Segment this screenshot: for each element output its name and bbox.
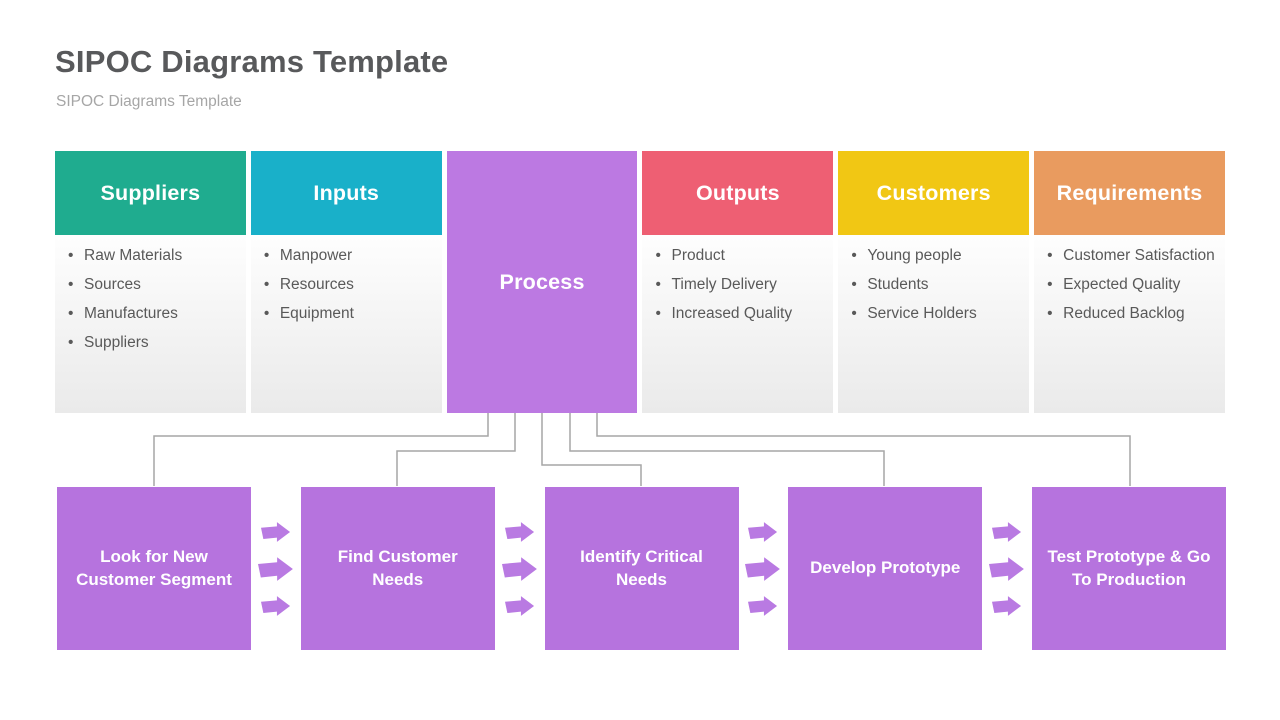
process-step-box-2: Find Customer Needs — [300, 487, 495, 650]
triple-arrow-icon — [495, 487, 545, 650]
process-box-label: Process — [499, 269, 585, 294]
list-item: • Service Holders — [851, 305, 977, 322]
chevron-right-arrow-icon — [748, 595, 778, 616]
page-subtitle: SIPOC Diagrams Template — [56, 93, 242, 110]
list-item: • Students — [851, 276, 929, 293]
sipoc-column-requirements: Requirements • Customer Satisfaction • E… — [1034, 151, 1225, 413]
list-item: • Raw Materials — [68, 247, 183, 264]
list-item: • Expected Quality — [1047, 276, 1181, 293]
sipoc-column-process: Process — [446, 151, 638, 413]
column-header-suppliers: Suppliers — [55, 151, 246, 235]
list-item: • Equipment — [263, 305, 354, 322]
chevron-right-arrow-icon — [748, 521, 778, 542]
bullet-glyph: • — [1047, 305, 1053, 322]
chevron-right-arrow-icon — [992, 521, 1022, 542]
bullet-glyph: • — [263, 247, 270, 264]
bullet-glyph: • — [1047, 276, 1053, 293]
bullet-glyph: • — [263, 305, 270, 322]
process-step-box-1: Look for New Customer Segment — [57, 487, 251, 650]
list-item: • Timely Delivery — [655, 276, 777, 293]
list-item: • Resources — [263, 276, 354, 293]
chevron-right-arrow-icon — [501, 556, 537, 581]
column-header-label: Suppliers — [100, 180, 201, 205]
process-step-box-4: Develop Prototype — [788, 487, 983, 650]
triple-arrow-icon — [739, 487, 789, 650]
bullet-glyph: • — [851, 305, 857, 322]
bullet-glyph: • — [68, 247, 74, 264]
bullet-glyph: • — [68, 276, 74, 293]
bullet-glyph: • — [655, 305, 661, 322]
sipoc-column-outputs: Outputs • Product • Timely Delivery • In… — [642, 151, 834, 413]
list-item: • Increased Quality — [655, 305, 793, 322]
column-header-inputs: Inputs — [250, 151, 442, 235]
chevron-right-arrow-icon — [257, 556, 293, 581]
chevron-right-arrow-icon — [260, 521, 290, 542]
chevron-right-arrow-icon — [504, 521, 534, 542]
bullet-glyph: • — [851, 276, 857, 293]
column-header-label: Inputs — [313, 180, 380, 205]
chevron-right-arrow-icon — [992, 595, 1022, 616]
process-step-box-5: Test Prototype & Go To Production — [1032, 487, 1226, 650]
bullet-glyph: • — [851, 247, 857, 264]
bullet-glyph: • — [68, 334, 74, 351]
list-item: • Manufactures — [68, 305, 178, 322]
bullet-glyph: • — [655, 247, 661, 264]
column-header-label: Customers — [876, 180, 991, 205]
list-item: • Sources — [68, 276, 141, 293]
chevron-right-arrow-icon — [989, 556, 1024, 581]
column-header-customers: Customers — [838, 151, 1030, 235]
column-header-label: Outputs — [695, 180, 780, 205]
process-box: Process — [446, 151, 638, 413]
sipoc-column-customers: Customers • Young people • Students • Se… — [838, 151, 1030, 413]
column-bullet-list: • Manpower • Resources • Equipment — [250, 235, 442, 413]
list-item: • Customer Satisfaction — [1047, 247, 1215, 264]
chevron-right-arrow-icon — [504, 595, 534, 616]
list-item: • Manpower — [263, 247, 353, 264]
triple-arrow-icon — [251, 487, 301, 650]
page-title: SIPOC Diagrams Template — [55, 44, 449, 79]
column-bullet-list: • Product • Timely Delivery • Increased … — [642, 235, 834, 413]
process-step-box-3: Identify Critical Needs — [544, 487, 739, 650]
list-item: • Product — [655, 247, 725, 264]
list-item: • Young people — [851, 247, 962, 264]
bullet-glyph: • — [1047, 247, 1053, 264]
chevron-right-arrow-icon — [260, 595, 290, 616]
process-steps-row: Look for New Customer Segment Find Custo… — [57, 487, 1226, 650]
list-item: • Reduced Backlog — [1047, 305, 1185, 322]
triple-arrow-icon — [982, 487, 1032, 650]
bullet-glyph: • — [263, 276, 270, 293]
sipoc-column-inputs: Inputs • Manpower • Resources • Equipmen… — [250, 151, 442, 413]
sipoc-column-suppliers: Suppliers • Raw Materials • Sources • Ma… — [55, 151, 246, 413]
sipoc-columns-row: Suppliers • Raw Materials • Sources • Ma… — [55, 151, 1225, 413]
bullet-glyph: • — [68, 305, 74, 322]
column-bullet-list: • Raw Materials • Sources • Manufactures… — [55, 235, 246, 413]
chevron-right-arrow-icon — [745, 556, 781, 581]
column-header-requirements: Requirements — [1034, 151, 1225, 235]
list-item: • Suppliers — [68, 334, 149, 351]
bullet-glyph: • — [655, 276, 661, 293]
column-header-label: Requirements — [1056, 180, 1203, 205]
column-bullet-list: • Customer Satisfaction • Expected Quali… — [1034, 235, 1225, 413]
column-bullet-list: • Young people • Students • Service Hold… — [838, 235, 1030, 413]
column-header-outputs: Outputs — [642, 151, 834, 235]
